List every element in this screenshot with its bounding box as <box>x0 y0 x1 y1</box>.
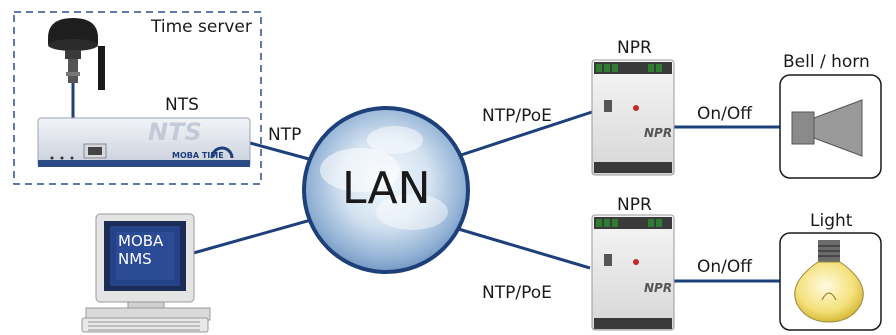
npr-bottom-label: NPR <box>617 195 652 215</box>
npr-bottom-device-icon <box>591 214 675 331</box>
link-label-ntp-poe-top: NTP/PoE <box>482 106 552 126</box>
link-label-on-off-bell: On/Off <box>697 104 752 124</box>
lan-cloud <box>302 106 470 274</box>
npr-top-label: NPR <box>617 38 652 58</box>
link-label-ntp-poe-bottom: NTP/PoE <box>482 283 552 303</box>
npr-top-device-icon <box>591 59 675 176</box>
nts-brand-text: MOBA TIME <box>172 151 224 160</box>
computer-icon <box>81 213 211 333</box>
link-lan-npr-bottom <box>454 226 591 270</box>
connection-lines <box>71 82 780 283</box>
computer-screen-line2: NMS <box>118 250 152 268</box>
nts-device-icon <box>37 117 251 167</box>
gps-antenna-icon <box>48 18 105 90</box>
light-label: Light <box>810 211 853 231</box>
link-lan-npr-top <box>454 110 593 159</box>
bell-horn-label: Bell / horn <box>783 52 870 72</box>
nts-device-text: NTS <box>148 118 202 146</box>
link-label-on-off-light: On/Off <box>697 257 752 277</box>
computer-screen-line1: MOBA <box>118 232 164 250</box>
horn-icon <box>779 74 882 179</box>
nts-label: NTS <box>165 95 199 115</box>
light-bulb-icon <box>779 232 882 331</box>
link-pc-lan <box>189 216 319 256</box>
npr-top-device-text: NPR <box>644 126 673 140</box>
time-server-group-box <box>13 11 262 185</box>
time-server-title: Time server <box>151 17 252 37</box>
link-label-ntp: NTP <box>268 125 302 145</box>
lan-label: LAN <box>342 163 431 214</box>
npr-bottom-device-text: NPR <box>644 281 673 295</box>
